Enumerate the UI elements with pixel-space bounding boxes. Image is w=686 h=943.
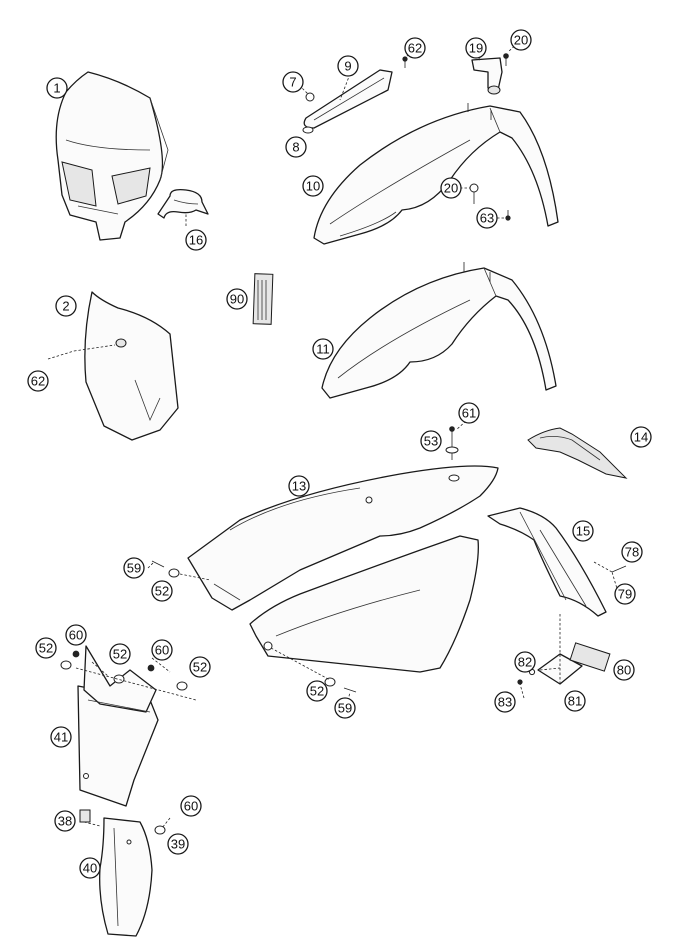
reflector-strip	[252, 273, 274, 325]
headlight-mask	[55, 71, 169, 241]
svg-text:11: 11	[316, 342, 330, 357]
callout-52-flap-mid: 52	[109, 643, 131, 665]
callout-15: 15	[572, 520, 594, 542]
lower-mud-flap	[79, 809, 166, 937]
svg-text:78: 78	[625, 545, 639, 560]
fender-bracket	[302, 56, 408, 134]
callout-20-lower: 20	[440, 177, 462, 199]
callout-63: 63	[476, 207, 498, 229]
svg-text:81: 81	[568, 694, 582, 709]
svg-text:53: 53	[424, 434, 438, 449]
svg-text:1: 1	[53, 81, 60, 96]
svg-text:41: 41	[54, 730, 68, 745]
callout-79: 79	[614, 583, 636, 605]
svg-text:52: 52	[193, 660, 207, 675]
svg-text:15: 15	[576, 524, 590, 539]
callout-19: 19	[465, 37, 487, 59]
svg-text:10: 10	[306, 179, 320, 194]
callout-1: 1	[46, 77, 68, 99]
tail-light	[527, 427, 628, 479]
svg-text:16: 16	[189, 233, 203, 248]
callout-40: 40	[79, 857, 101, 879]
rear-fender	[187, 465, 499, 673]
callout-90: 90	[226, 288, 248, 310]
callout-8: 8	[285, 136, 307, 158]
svg-text:13: 13	[292, 479, 306, 494]
callout-60-lower: 60	[180, 795, 202, 817]
svg-text:9: 9	[344, 59, 351, 74]
svg-text:90: 90	[230, 292, 244, 307]
svg-text:83: 83	[498, 695, 512, 710]
svg-text:62: 62	[31, 374, 45, 389]
svg-text:52: 52	[39, 641, 53, 656]
callout-62-plate: 62	[27, 370, 49, 392]
callout-83: 83	[494, 691, 516, 713]
callout-78: 78	[621, 541, 643, 563]
callout-59-left: 59	[123, 557, 145, 579]
svg-text:82: 82	[518, 655, 532, 670]
callout-41: 41	[50, 726, 72, 748]
svg-text:2: 2	[62, 299, 69, 314]
callout-9: 9	[337, 55, 359, 77]
callout-39: 39	[167, 833, 189, 855]
svg-text:63: 63	[480, 211, 494, 226]
fender-clamp	[469, 53, 511, 221]
callout-16: 16	[185, 229, 207, 251]
svg-text:80: 80	[617, 663, 631, 678]
svg-text:14: 14	[634, 430, 648, 445]
callout-60-flap-left: 60	[65, 624, 87, 646]
callout-52-left: 52	[151, 580, 173, 602]
callout-10: 10	[302, 175, 324, 197]
callout-11: 11	[312, 338, 334, 360]
svg-text:20: 20	[514, 33, 528, 48]
svg-text:38: 38	[58, 814, 72, 829]
svg-text:52: 52	[155, 584, 169, 599]
svg-text:7: 7	[289, 75, 296, 90]
svg-text:59: 59	[338, 701, 352, 716]
svg-text:40: 40	[83, 861, 97, 876]
callout-59-center: 59	[334, 697, 356, 719]
svg-text:59: 59	[127, 561, 141, 576]
callout-62-bracket: 62	[404, 37, 426, 59]
license-plate-holder	[487, 507, 627, 617]
svg-text:52: 52	[310, 684, 324, 699]
svg-text:60: 60	[69, 628, 83, 643]
svg-text:20: 20	[444, 181, 458, 196]
rear-mud-flap	[77, 645, 159, 807]
seat-bolt	[445, 426, 459, 460]
svg-text:79: 79	[618, 587, 632, 602]
svg-text:61: 61	[462, 406, 476, 421]
callout-81: 81	[564, 690, 586, 712]
headlight-clamp	[157, 188, 209, 219]
flap-hardware	[60, 560, 357, 693]
callout-52-center: 52	[306, 680, 328, 702]
front-fender-upper	[313, 103, 559, 245]
callout-14: 14	[630, 426, 652, 448]
front-fender-lower	[321, 262, 557, 399]
svg-text:60: 60	[184, 799, 198, 814]
callout-82: 82	[514, 651, 536, 673]
callout-13: 13	[288, 475, 310, 497]
svg-text:52: 52	[113, 647, 127, 662]
callout-52-flap-left: 52	[35, 637, 57, 659]
callout-20-top: 20	[510, 29, 532, 51]
svg-text:39: 39	[171, 837, 185, 852]
callout-38: 38	[54, 810, 76, 832]
callout-53: 53	[420, 430, 442, 452]
svg-text:8: 8	[292, 140, 299, 155]
callout-61: 61	[458, 402, 480, 424]
callout-7: 7	[282, 71, 304, 93]
svg-text:62: 62	[408, 41, 422, 56]
svg-text:19: 19	[469, 41, 483, 56]
callout-60-flap-right: 60	[151, 639, 173, 661]
callout-2: 2	[55, 295, 77, 317]
number-plate	[84, 291, 179, 441]
callout-80: 80	[613, 659, 635, 681]
callout-52-flap-right: 52	[189, 656, 211, 678]
svg-text:60: 60	[155, 643, 169, 658]
